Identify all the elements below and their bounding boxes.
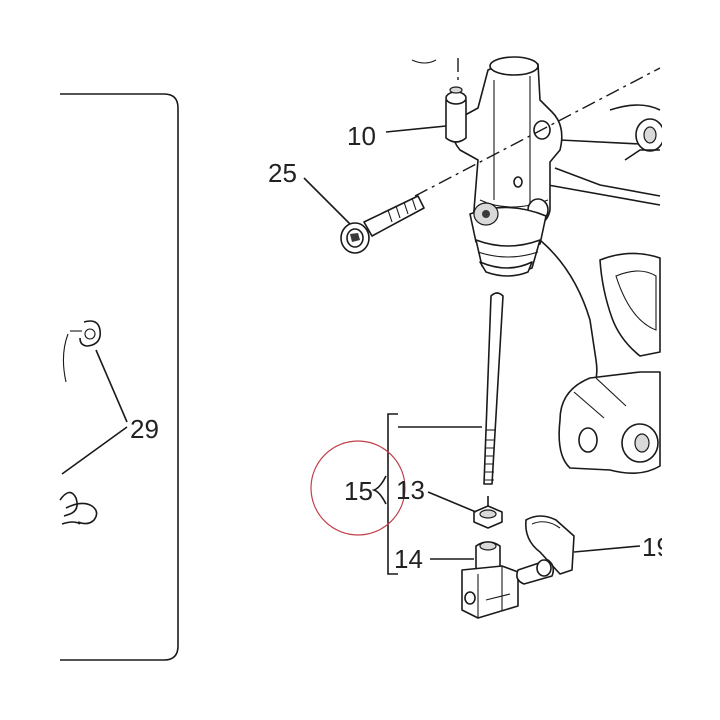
clevis-14 bbox=[461, 541, 519, 619]
inset-panel bbox=[59, 93, 179, 661]
right-edge-mask bbox=[662, 0, 720, 720]
clip-19 bbox=[516, 515, 575, 585]
callout-25: 25 bbox=[268, 158, 297, 188]
leader-25 bbox=[303, 177, 351, 225]
leader-13 bbox=[427, 491, 477, 513]
highlight-circle bbox=[310, 440, 406, 536]
leader-29-upper bbox=[95, 349, 128, 423]
group-bracket-15 bbox=[371, 413, 482, 575]
leader-10 bbox=[385, 125, 447, 133]
callout-29: 29 bbox=[130, 414, 159, 444]
callout-14: 14 bbox=[394, 544, 423, 574]
leader-29-lower bbox=[61, 426, 128, 475]
rod-15 bbox=[483, 292, 504, 508]
callout-15: 15 bbox=[344, 476, 373, 506]
spring-clip bbox=[59, 491, 98, 525]
leader-19 bbox=[573, 545, 641, 553]
needle-bar-holder bbox=[411, 56, 661, 277]
screw-25 bbox=[340, 195, 425, 254]
nut-13 bbox=[473, 505, 503, 529]
needle-bar-bracket bbox=[539, 104, 665, 474]
e-ring-29 bbox=[70, 320, 102, 347]
callout-10: 10 bbox=[347, 121, 376, 151]
callout-13: 13 bbox=[396, 475, 425, 505]
